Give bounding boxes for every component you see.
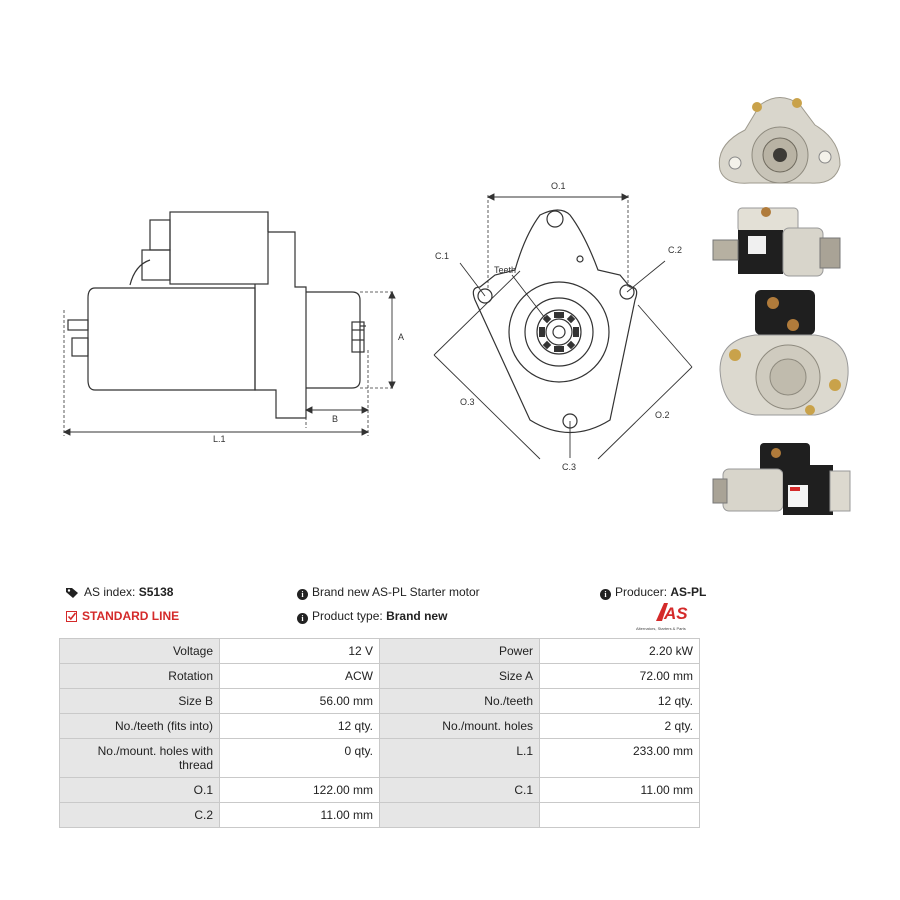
product-type: i Product type: Brand new	[297, 609, 447, 624]
dim-label-l1: L.1	[213, 434, 226, 444]
spec-label: Power	[379, 638, 540, 664]
side-view-drawing: L.1 B A	[62, 211, 404, 444]
dim-label-c3: C.3	[562, 462, 576, 472]
dim-label-b: B	[332, 414, 338, 424]
spec-label: Size A	[379, 663, 540, 689]
spec-label: No./mount. holes with thread	[59, 738, 220, 778]
product-description: i Brand new AS-PL Starter motor	[297, 585, 480, 600]
mounting-hole-c2	[619, 284, 635, 300]
product-photo-rear	[719, 290, 849, 416]
spec-value	[539, 802, 700, 828]
spec-label: Rotation	[59, 663, 220, 689]
spec-label: C.1	[379, 777, 540, 803]
specifications-table: Voltage 12 V Power 2.20 kW Rotation ACW …	[59, 638, 700, 828]
table-row: Size B 56.00 mm No./teeth 12 qty.	[59, 688, 700, 714]
spec-label: O.1	[59, 777, 220, 803]
info-icon: i	[297, 589, 308, 600]
brand-logo: AS Alternators, Starters & Parts	[636, 601, 700, 631]
spec-value: 12 qty.	[539, 688, 700, 714]
spec-label: No./mount. holes	[379, 713, 540, 739]
spec-value: 56.00 mm	[219, 688, 380, 714]
as-index-value: S5138	[138, 585, 174, 599]
product-photo-side	[712, 207, 841, 277]
spec-label	[379, 802, 540, 828]
dim-label-c1: C.1	[435, 251, 449, 261]
as-index: AS index: S5138	[66, 585, 173, 599]
producer: i Producer: AS-PL	[600, 585, 706, 600]
table-row: Rotation ACW Size A 72.00 mm	[59, 663, 700, 689]
spec-value: 122.00 mm	[219, 777, 380, 803]
spec-label: Voltage	[59, 638, 220, 664]
spec-label: Size B	[59, 688, 220, 714]
solenoid-outline	[169, 211, 269, 285]
spec-label: C.2	[59, 802, 220, 828]
spec-value: 2 qty.	[539, 713, 700, 739]
logo-text: AS	[663, 604, 688, 623]
description-text: Brand new AS-PL Starter motor	[312, 585, 480, 599]
spec-value: ACW	[219, 663, 380, 689]
spec-value: 233.00 mm	[539, 738, 700, 778]
table-row: No./mount. holes with thread 0 qty. L.1 …	[59, 738, 700, 778]
table-row: C.2 11.00 mm	[59, 802, 700, 828]
mounting-hole-c1	[477, 288, 493, 304]
dim-label-o3: O.3	[460, 397, 475, 407]
dim-label-o1: O.1	[551, 181, 566, 191]
product-photo-labeled	[712, 443, 851, 515]
motor-body-outline	[87, 287, 256, 391]
spec-value: 12 V	[219, 638, 380, 664]
spec-label: No./teeth	[379, 688, 540, 714]
dim-label-a: A	[398, 332, 404, 342]
spec-value: 11.00 mm	[219, 802, 380, 828]
producer-label: Producer:	[615, 585, 668, 599]
spec-label: L.1	[379, 738, 540, 778]
front-view-drawing: O.1 C.1 C.2 Teeth O.3 O.2 C.3	[433, 181, 693, 472]
spec-label: No./teeth (fits into)	[59, 713, 220, 739]
producer-value: AS-PL	[670, 585, 707, 599]
dim-label-teeth: Teeth	[494, 265, 516, 275]
spec-value: 2.20 kW	[539, 638, 700, 664]
standard-line-text: STANDARD LINE	[82, 609, 180, 623]
product-type-label: Product type:	[312, 609, 383, 623]
table-row: O.1 122.00 mm C.1 11.00 mm	[59, 777, 700, 803]
product-photo-front	[718, 97, 841, 184]
dim-label-c2: C.2	[668, 245, 682, 255]
product-type-value: Brand new	[386, 609, 448, 623]
spec-value: 72.00 mm	[539, 663, 700, 689]
info-icon: i	[600, 589, 611, 600]
dim-label-o2: O.2	[655, 410, 670, 420]
flange-outline	[472, 209, 638, 434]
info-icon: i	[297, 613, 308, 624]
checkbox-icon	[66, 611, 77, 622]
table-row: No./teeth (fits into) 12 qty. No./mount.…	[59, 713, 700, 739]
as-logo-mark: AS	[656, 603, 688, 623]
standard-line-badge: STANDARD LINE	[66, 609, 179, 623]
as-index-label: AS index:	[84, 585, 136, 599]
spec-value: 0 qty.	[219, 738, 380, 778]
tag-icon	[66, 588, 78, 598]
spec-value: 11.00 mm	[539, 777, 700, 803]
spec-value: 12 qty.	[219, 713, 380, 739]
logo-tagline: Alternators, Starters & Parts	[636, 626, 686, 631]
table-row: Voltage 12 V Power 2.20 kW	[59, 638, 700, 664]
